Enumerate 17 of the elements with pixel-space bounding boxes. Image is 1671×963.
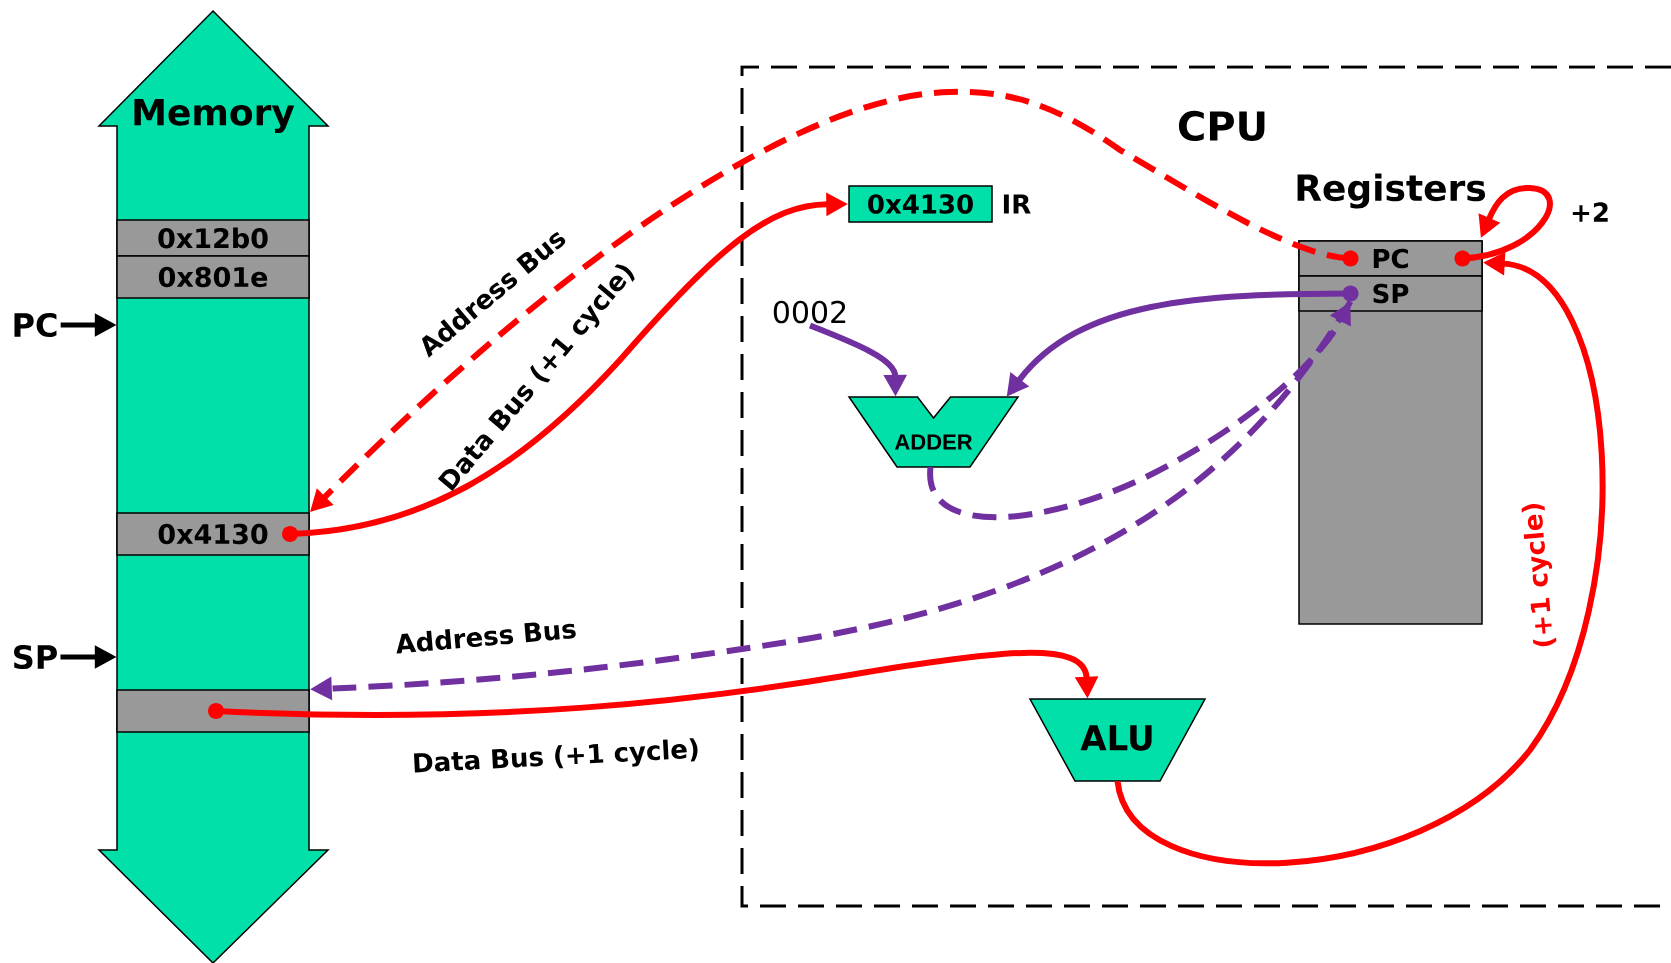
memory-cell: 0x4130	[116, 512, 310, 556]
edge-label: Address Bus	[396, 622, 576, 654]
pointer-label: SP	[14, 644, 57, 670]
register-row: SP	[1298, 275, 1483, 312]
edge-label: (+1 cycle)	[1521, 504, 1557, 647]
arrow	[208, 649, 1099, 719]
memory-cell: 0x12b0	[116, 219, 310, 257]
edge-label: Data Bus (+1 cycle)	[413, 738, 698, 773]
memory-cell: 0x801e	[116, 255, 310, 299]
register-label: IR	[1003, 194, 1031, 214]
constant-value: 0002	[773, 300, 846, 324]
node-label: Registers	[1297, 173, 1486, 209]
memory-cell	[116, 689, 310, 733]
pointer-label: PC	[14, 312, 57, 338]
arrow	[1454, 185, 1553, 267]
register-box: 0x4130	[848, 185, 993, 223]
edge-label: +2	[1572, 202, 1608, 222]
